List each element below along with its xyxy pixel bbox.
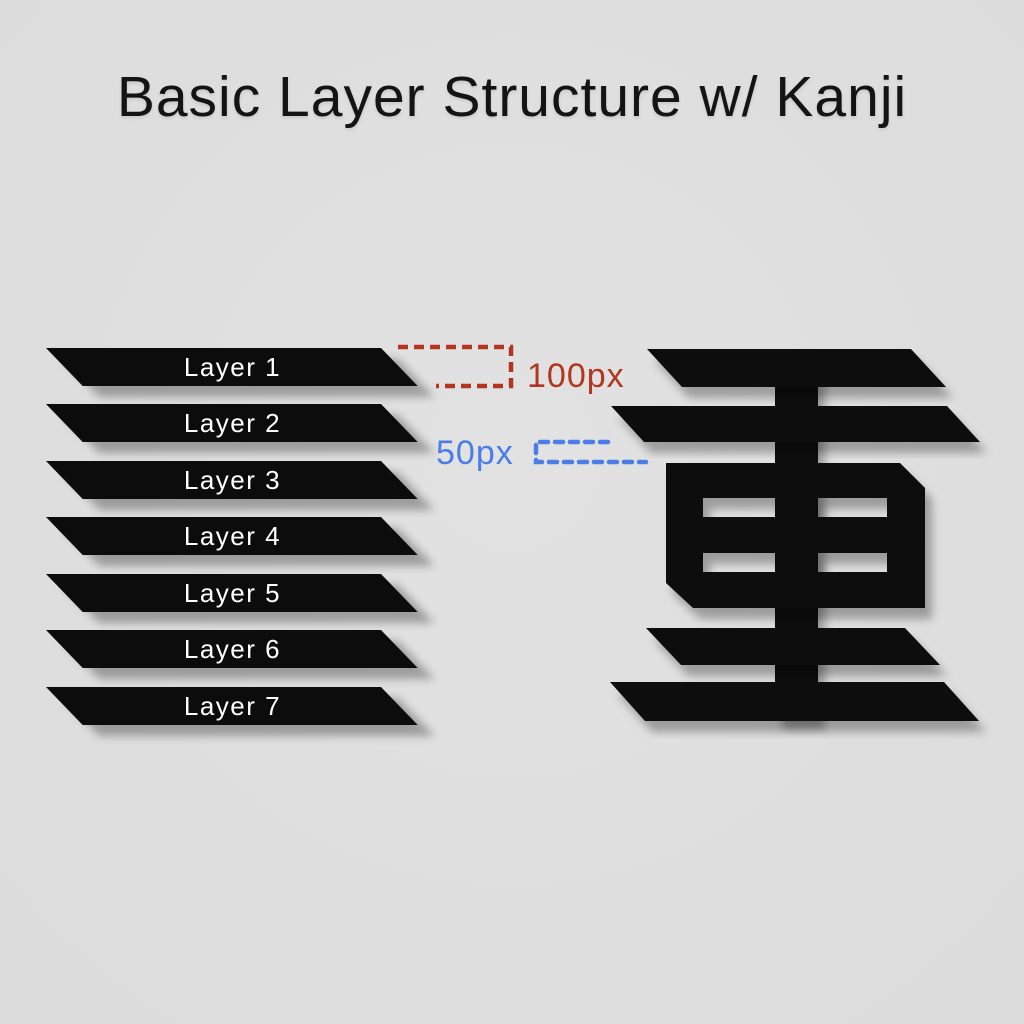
gap-measure-bracket [533, 439, 649, 465]
kanji-bottom-stroke [610, 682, 979, 721]
kanji-second-stroke [611, 406, 980, 442]
kanji-glyph [610, 349, 980, 721]
gap-measure-label: 50px [436, 434, 514, 472]
kanji-box-stroke [666, 463, 925, 608]
page-title: Basic Layer Structure w/ Kanji [116, 65, 908, 129]
height-measure-label: 100px [527, 357, 625, 395]
kanji-top-stroke [647, 349, 946, 387]
kanji-fourth-stroke [646, 628, 940, 665]
height-measure-bracket [398, 344, 514, 389]
